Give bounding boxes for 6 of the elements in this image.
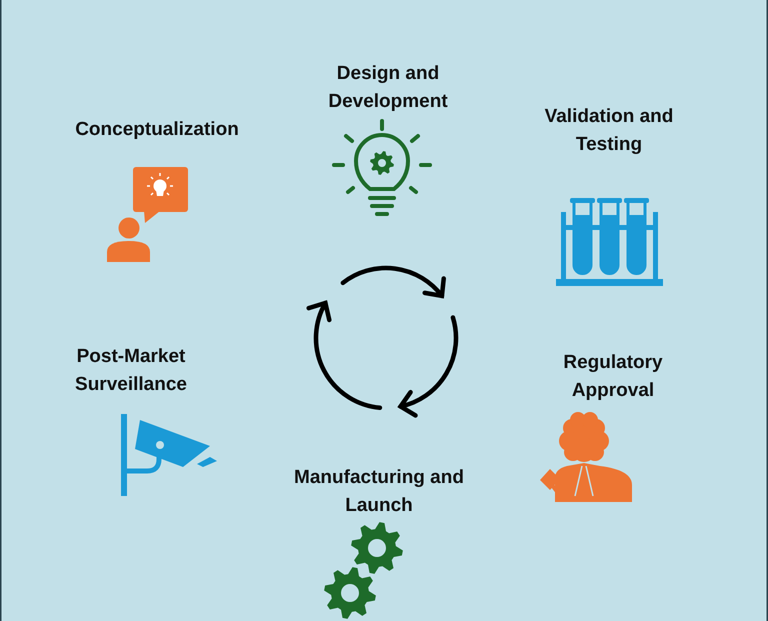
stage-label: Regulatory Approval xyxy=(562,351,664,403)
stage-label: Post-Market Surveillance xyxy=(74,345,188,397)
stage-label: Conceptualization xyxy=(75,118,239,142)
stage-label: Validation and Testing xyxy=(544,105,674,157)
stage-label: Design and Development xyxy=(327,62,449,114)
stage-label: Manufacturing and Launch xyxy=(293,466,465,518)
